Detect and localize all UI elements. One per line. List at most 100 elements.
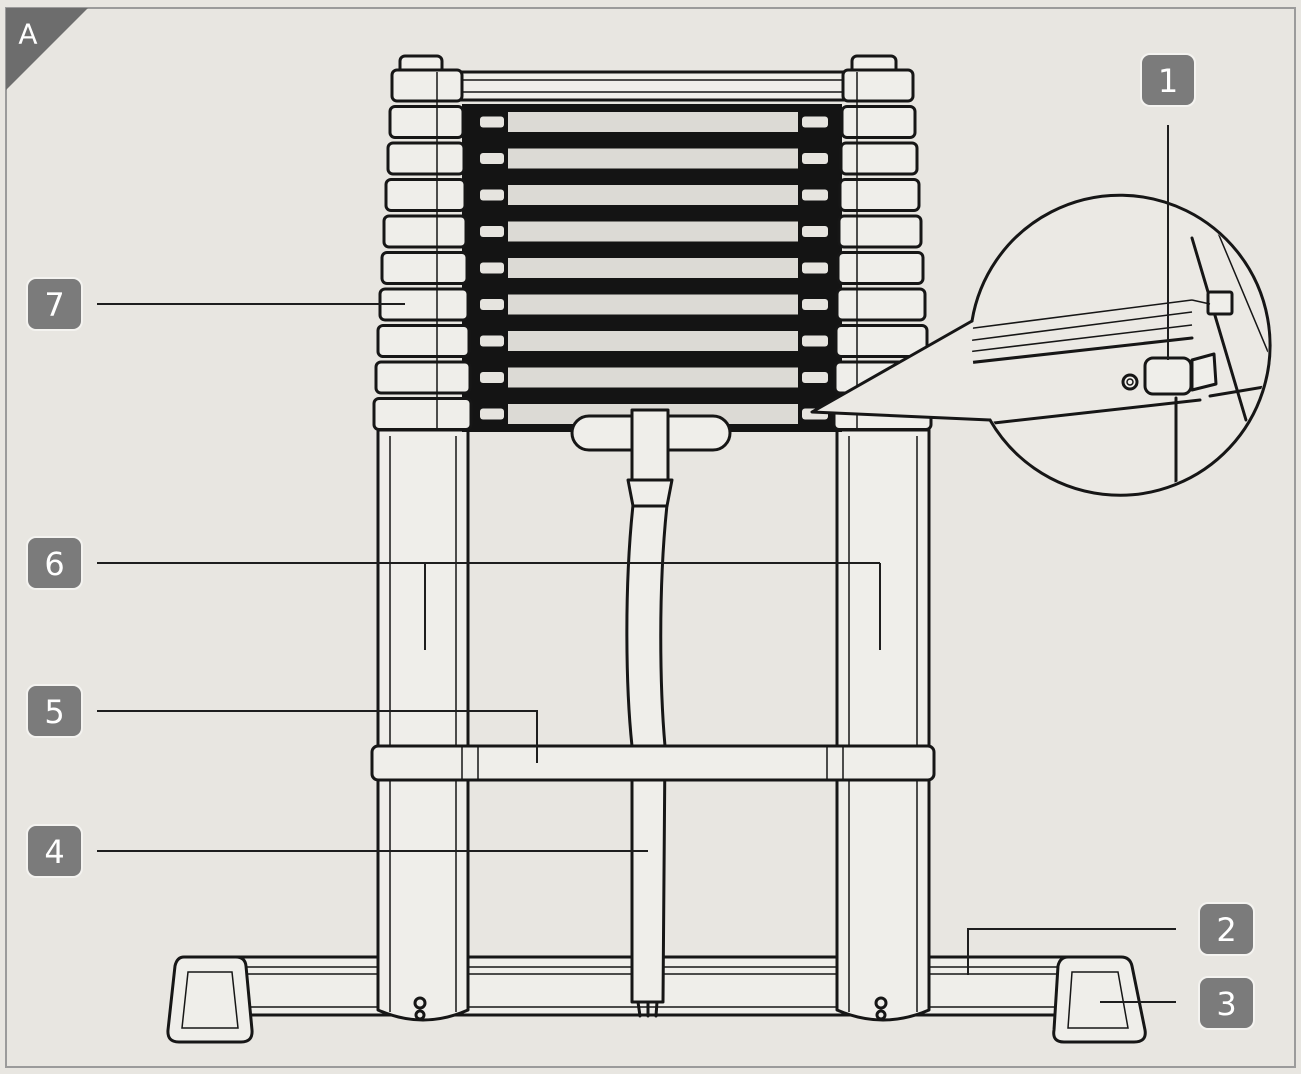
rung-strip	[508, 185, 798, 205]
right-stile-tube	[835, 428, 931, 1022]
left-foot	[166, 955, 254, 1044]
corner-tab	[6, 8, 88, 90]
callout-4-badge	[26, 824, 83, 878]
leader-2	[967, 928, 1176, 975]
right-stile-screw-2	[875, 1009, 887, 1021]
callout-6-badge	[26, 536, 83, 590]
left-stile-tube	[376, 428, 470, 1022]
lower-rung	[370, 744, 936, 782]
zoom-beam-line-4	[972, 336, 1194, 366]
rung-slot-left	[480, 372, 504, 383]
right-stile-lower	[835, 428, 931, 1022]
rung-end-cap-left	[384, 178, 467, 212]
zoom-detail	[810, 193, 1272, 497]
rung-end-cap-left	[382, 214, 468, 249]
leader-5	[97, 710, 538, 763]
callout-5: 5	[26, 684, 83, 738]
zoom-beam-end	[1191, 299, 1211, 305]
hose-fork-prong-3	[654, 1000, 659, 1018]
callout-2-label: 2	[1216, 911, 1236, 949]
left-stile-screw-1	[413, 996, 427, 1010]
ladder	[166, 54, 1147, 1044]
right-foot	[1052, 955, 1147, 1044]
callout-2-badge	[1198, 902, 1255, 956]
corner-tab-label: A	[18, 18, 37, 51]
zoom-rivet-center	[1126, 378, 1134, 386]
rung-strip	[508, 221, 798, 242]
rung-slot-left	[480, 153, 504, 164]
rung-slot-right	[802, 262, 828, 274]
rung-end-cap-right	[840, 105, 917, 139]
callout-3: 3	[1198, 976, 1255, 1030]
rung-slot-right	[802, 116, 828, 128]
left-foot-outer	[166, 955, 254, 1044]
rung-slot-right	[802, 335, 828, 347]
zoom-beam-underside	[983, 398, 1202, 426]
top-rail	[454, 70, 850, 102]
zoom-beam-line-1	[972, 299, 1193, 331]
rung-strip	[508, 294, 798, 315]
callout-5-label: 5	[44, 693, 64, 731]
zoom-rivet	[1121, 373, 1139, 391]
release-handle	[570, 408, 732, 508]
rung-end-cap-right	[834, 324, 929, 358]
rung-slot-left	[480, 226, 504, 237]
rung-end-cap-left	[380, 251, 469, 285]
right-stile-screw-1	[874, 996, 888, 1010]
leader-lines	[97, 125, 1176, 1003]
callout-4: 4	[26, 824, 83, 878]
rung-slot-left	[480, 335, 504, 347]
rung-end-cap-right	[835, 287, 927, 322]
callout-1-badge	[1140, 53, 1196, 107]
rung-strip	[508, 112, 798, 132]
rung-end-cap-right	[841, 68, 915, 103]
rung-end-caps	[372, 68, 933, 431]
rung-strips	[480, 112, 828, 424]
zoom-beam-line-3	[972, 324, 1193, 354]
rung-strip	[508, 331, 798, 351]
callout-7-label: 7	[44, 286, 64, 324]
rung-slot-right	[802, 226, 828, 237]
top-rail-bar	[454, 70, 850, 102]
release-handle-stem	[630, 408, 670, 484]
left-foot-inner	[181, 971, 239, 1029]
left-stile-screw-2	[414, 1009, 426, 1021]
callout-6: 6	[26, 536, 83, 590]
rung-end-cap-left	[374, 360, 472, 395]
callout-7-badge	[26, 277, 83, 331]
zoom-lock-cube	[1206, 290, 1234, 316]
rung-slot-left	[480, 189, 504, 201]
callout-7: 7	[26, 277, 83, 331]
callout-2: 2	[1198, 902, 1255, 956]
rung-slot-right	[802, 372, 828, 383]
rung-slot-left	[480, 116, 504, 128]
rung-strip	[508, 367, 798, 388]
rung-strip	[508, 258, 798, 278]
zoom-contents	[972, 227, 1268, 493]
callout-3-badge	[1198, 976, 1255, 1030]
callout-1-label: 1	[1158, 62, 1178, 100]
rung-end-cap-right	[836, 251, 925, 285]
leader-6	[97, 562, 881, 650]
rung-slot-right	[802, 189, 828, 201]
right-foot-inner	[1067, 971, 1129, 1029]
rung-slot-right	[802, 153, 828, 164]
rung-slot-left	[480, 299, 504, 310]
zoom-latch-button	[1143, 356, 1193, 396]
rung-end-cap-right	[837, 214, 923, 249]
lower-rung-bar	[370, 744, 936, 782]
callout-3-label: 3	[1216, 985, 1236, 1023]
rung-slot-left	[480, 262, 504, 274]
callout-6-label: 6	[44, 545, 64, 583]
rung-end-cap-left	[386, 141, 466, 176]
left-stile-lower	[376, 428, 470, 1022]
rung-end-cap-left	[372, 397, 473, 431]
zoom-stile-diagonal-2	[1215, 227, 1268, 353]
rung-end-cap-left	[376, 324, 471, 358]
zoom-stile-rear	[1208, 384, 1268, 398]
hose-fork-prong-1	[636, 1000, 642, 1018]
zoom-wedge-fill	[812, 321, 990, 420]
callout-5-badge	[26, 684, 83, 738]
diagram-frame	[5, 7, 1296, 1068]
rung-end-cap-right	[839, 141, 919, 176]
